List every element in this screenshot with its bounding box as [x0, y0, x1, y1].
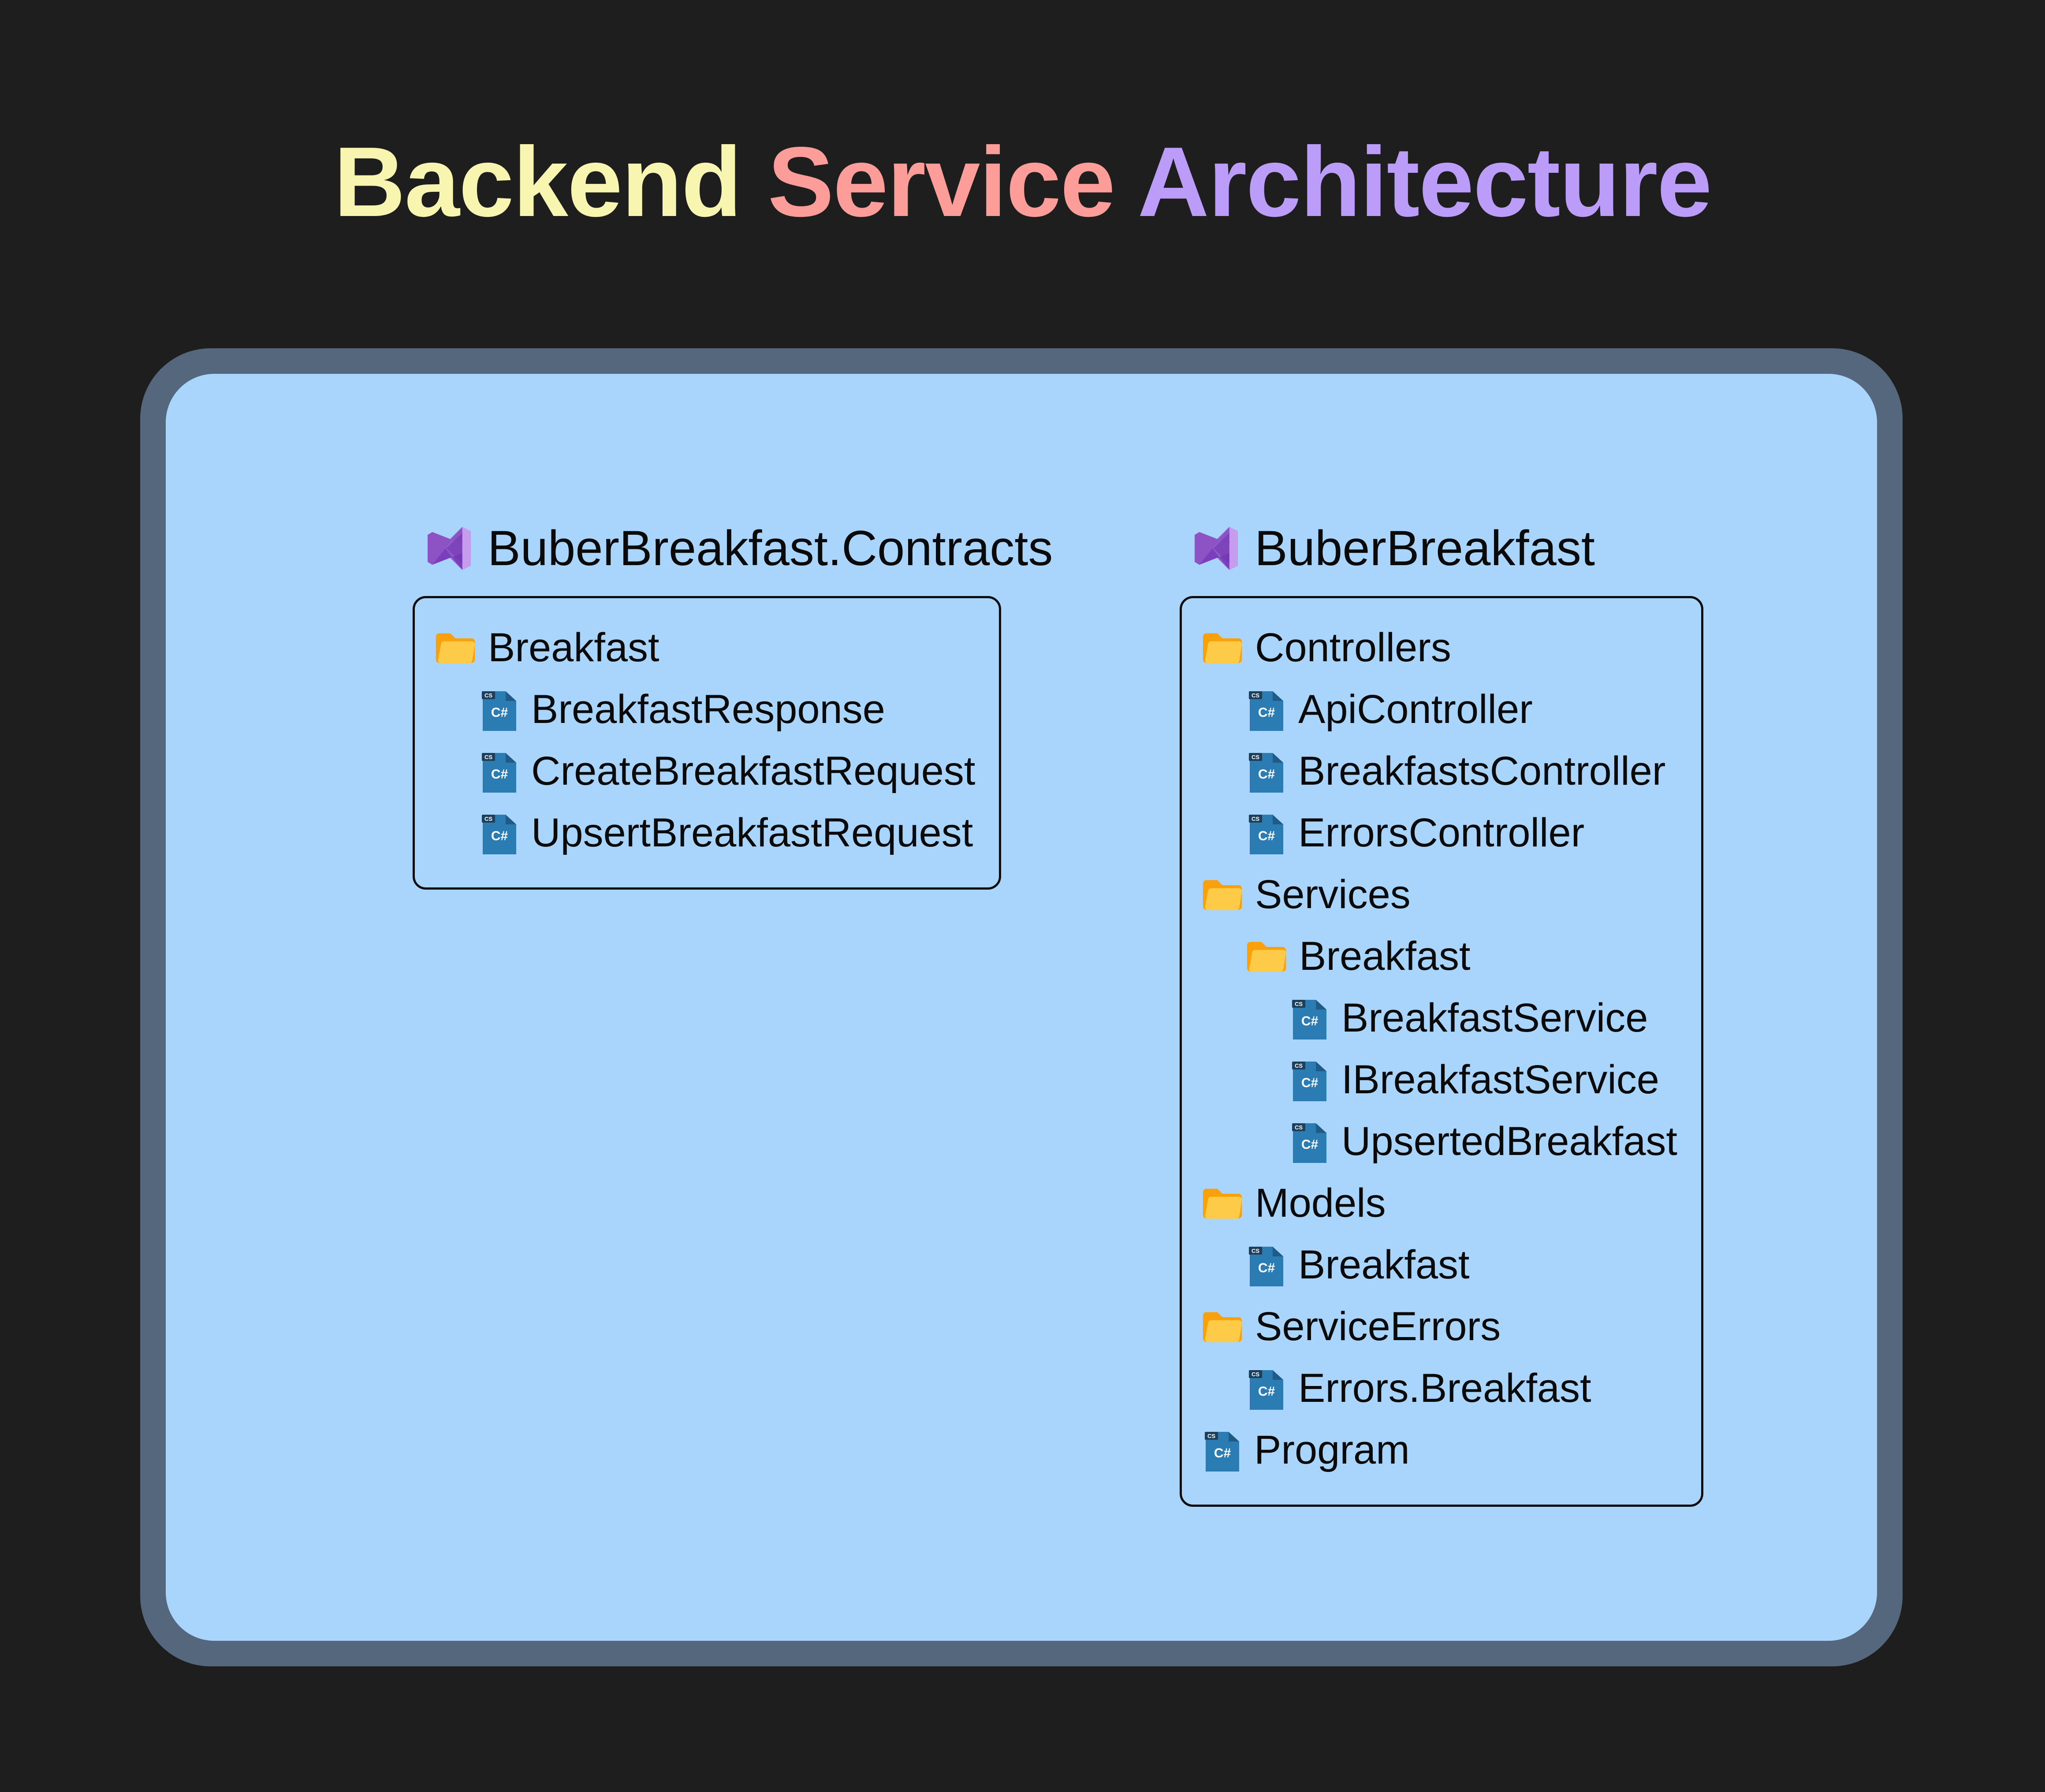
csharp-file-icon: CS C# — [1289, 1121, 1330, 1165]
csharp-file-icon: CS C# — [1245, 1368, 1287, 1412]
tree-node-label: UpsertBreakfastRequest — [531, 810, 973, 855]
csharp-file-icon: CS C# — [1245, 1245, 1287, 1288]
svg-text:C#: C# — [1214, 1446, 1231, 1460]
tree-node-label: Breakfast — [1299, 934, 1471, 979]
csharp-file-icon: CS C# — [1245, 751, 1287, 794]
svg-text:CS: CS — [484, 816, 492, 822]
tree-node-label: ServiceErrors — [1255, 1304, 1501, 1349]
csharp-file-icon: CS C# — [1201, 1430, 1243, 1473]
svg-text:C#: C# — [1258, 1261, 1275, 1275]
tree-node-label: CreateBreakfastRequest — [531, 749, 976, 794]
tree-file-node[interactable]: CS C# UpsertBreakfastRequest — [478, 804, 975, 865]
tree-node-label: BreakfastResponse — [531, 687, 885, 732]
tree-node-label: BreakfastsController — [1298, 749, 1666, 794]
svg-text:C#: C# — [1258, 705, 1275, 720]
svg-text:CS: CS — [1295, 1124, 1303, 1131]
title-word-backend: Backend — [334, 126, 742, 237]
project-header-contracts: BuberBreakfast.Contracts — [413, 524, 1053, 573]
svg-text:C#: C# — [1301, 1076, 1319, 1090]
visual-studio-icon — [1193, 525, 1240, 572]
svg-text:C#: C# — [491, 829, 508, 843]
tree-node-label: Errors.Breakfast — [1298, 1366, 1591, 1411]
tree-node-label: UpsertedBreakfast — [1341, 1119, 1677, 1164]
tree-folder-node[interactable]: ServiceErrors — [1201, 1297, 1677, 1359]
tree-file-node[interactable]: CS C# ErrorsController — [1245, 804, 1677, 865]
project-buberbreakfast-contracts: BuberBreakfast.Contracts Breakfast CS C#… — [413, 524, 1053, 890]
project-header-main: BuberBreakfast — [1180, 524, 1703, 573]
svg-text:CS: CS — [1252, 1371, 1259, 1378]
title-word-service: Service — [767, 126, 1116, 237]
tree-file-node[interactable]: CS C# BreakfastService — [1289, 989, 1677, 1051]
svg-text:CS: CS — [1295, 1001, 1303, 1007]
csharp-file-icon: CS C# — [1245, 689, 1287, 733]
svg-text:CS: CS — [1252, 754, 1259, 760]
svg-text:CS: CS — [1252, 1248, 1259, 1254]
tree-node-label: Breakfast — [1298, 1242, 1470, 1287]
tree-box-contracts: Breakfast CS C# BreakfastResponse CS C# … — [413, 596, 1002, 890]
folder-icon — [1201, 1307, 1244, 1349]
tree-folder-node[interactable]: Breakfast — [434, 618, 975, 680]
tree-file-node[interactable]: CS C# IBreakfastService — [1289, 1051, 1677, 1112]
csharp-file-icon: CS C# — [1289, 1060, 1330, 1103]
tree-node-label: IBreakfastService — [1341, 1057, 1659, 1102]
svg-text:CS: CS — [484, 692, 492, 699]
tree-file-node[interactable]: CS C# Errors.Breakfast — [1245, 1359, 1677, 1421]
diagram-frame: BuberBreakfast.Contracts Breakfast CS C#… — [140, 348, 1903, 1666]
project-buberbreakfast: BuberBreakfast Controllers CS C# ApiCont… — [1180, 524, 1703, 1507]
svg-text:CS: CS — [1207, 1433, 1215, 1439]
tree-folder-node[interactable]: Models — [1201, 1174, 1677, 1236]
folder-icon — [1245, 937, 1288, 979]
tree-file-node[interactable]: CS C# BreakfastsController — [1245, 742, 1677, 804]
project-title-contracts: BuberBreakfast.Contracts — [488, 521, 1053, 576]
tree-node-label: Breakfast — [488, 625, 659, 670]
svg-text:CS: CS — [1252, 816, 1259, 822]
title-word-architecture: Architecture — [1137, 126, 1712, 237]
csharp-file-icon: CS C# — [1245, 813, 1287, 856]
tree-folder-node[interactable]: Breakfast — [1245, 927, 1677, 989]
folder-icon — [1201, 1184, 1244, 1226]
tree-node-label: Services — [1255, 872, 1411, 917]
svg-text:C#: C# — [1258, 767, 1275, 782]
csharp-file-icon: CS C# — [1289, 998, 1330, 1041]
folder-icon — [434, 628, 477, 671]
tree-node-label: Controllers — [1255, 625, 1451, 670]
svg-text:C#: C# — [1301, 1014, 1319, 1028]
svg-text:CS: CS — [1252, 692, 1259, 699]
page-title: Backend Service Architecture — [0, 132, 2045, 231]
tree-file-node[interactable]: CS C# Program — [1201, 1421, 1677, 1483]
tree-node-label: ApiController — [1298, 687, 1533, 732]
tree-node-label: Models — [1255, 1181, 1386, 1226]
tree-box-main: Controllers CS C# ApiController CS C# Br… — [1180, 596, 1703, 1507]
tree-folder-node[interactable]: Services — [1201, 865, 1677, 927]
csharp-file-icon: CS C# — [478, 813, 520, 856]
svg-text:C#: C# — [1258, 1384, 1275, 1399]
svg-text:C#: C# — [1301, 1137, 1319, 1152]
tree-file-node[interactable]: CS C# CreateBreakfastRequest — [478, 742, 975, 804]
folder-icon — [1201, 628, 1244, 671]
visual-studio-icon — [426, 525, 473, 572]
svg-text:CS: CS — [484, 754, 492, 760]
svg-text:C#: C# — [1258, 829, 1275, 843]
tree-node-label: Program — [1254, 1427, 1410, 1472]
csharp-file-icon: CS C# — [478, 751, 520, 794]
tree-node-label: BreakfastService — [1341, 995, 1648, 1040]
svg-text:CS: CS — [1295, 1062, 1303, 1069]
title-space-1 — [741, 126, 768, 237]
svg-text:C#: C# — [491, 705, 508, 720]
tree-file-node[interactable]: CS C# Breakfast — [1245, 1236, 1677, 1297]
tree-file-node[interactable]: CS C# UpsertedBreakfast — [1289, 1112, 1677, 1174]
folder-icon — [1201, 875, 1244, 917]
tree-file-node[interactable]: CS C# BreakfastResponse — [478, 680, 975, 742]
tree-file-node[interactable]: CS C# ApiController — [1245, 680, 1677, 742]
diagram-canvas: BuberBreakfast.Contracts Breakfast CS C#… — [166, 374, 1877, 1641]
svg-text:C#: C# — [491, 767, 508, 782]
title-space-2 — [1114, 126, 1137, 237]
tree-node-label: ErrorsController — [1298, 810, 1585, 855]
csharp-file-icon: CS C# — [478, 689, 520, 733]
project-title-main: BuberBreakfast — [1255, 521, 1595, 576]
tree-folder-node[interactable]: Controllers — [1201, 618, 1677, 680]
